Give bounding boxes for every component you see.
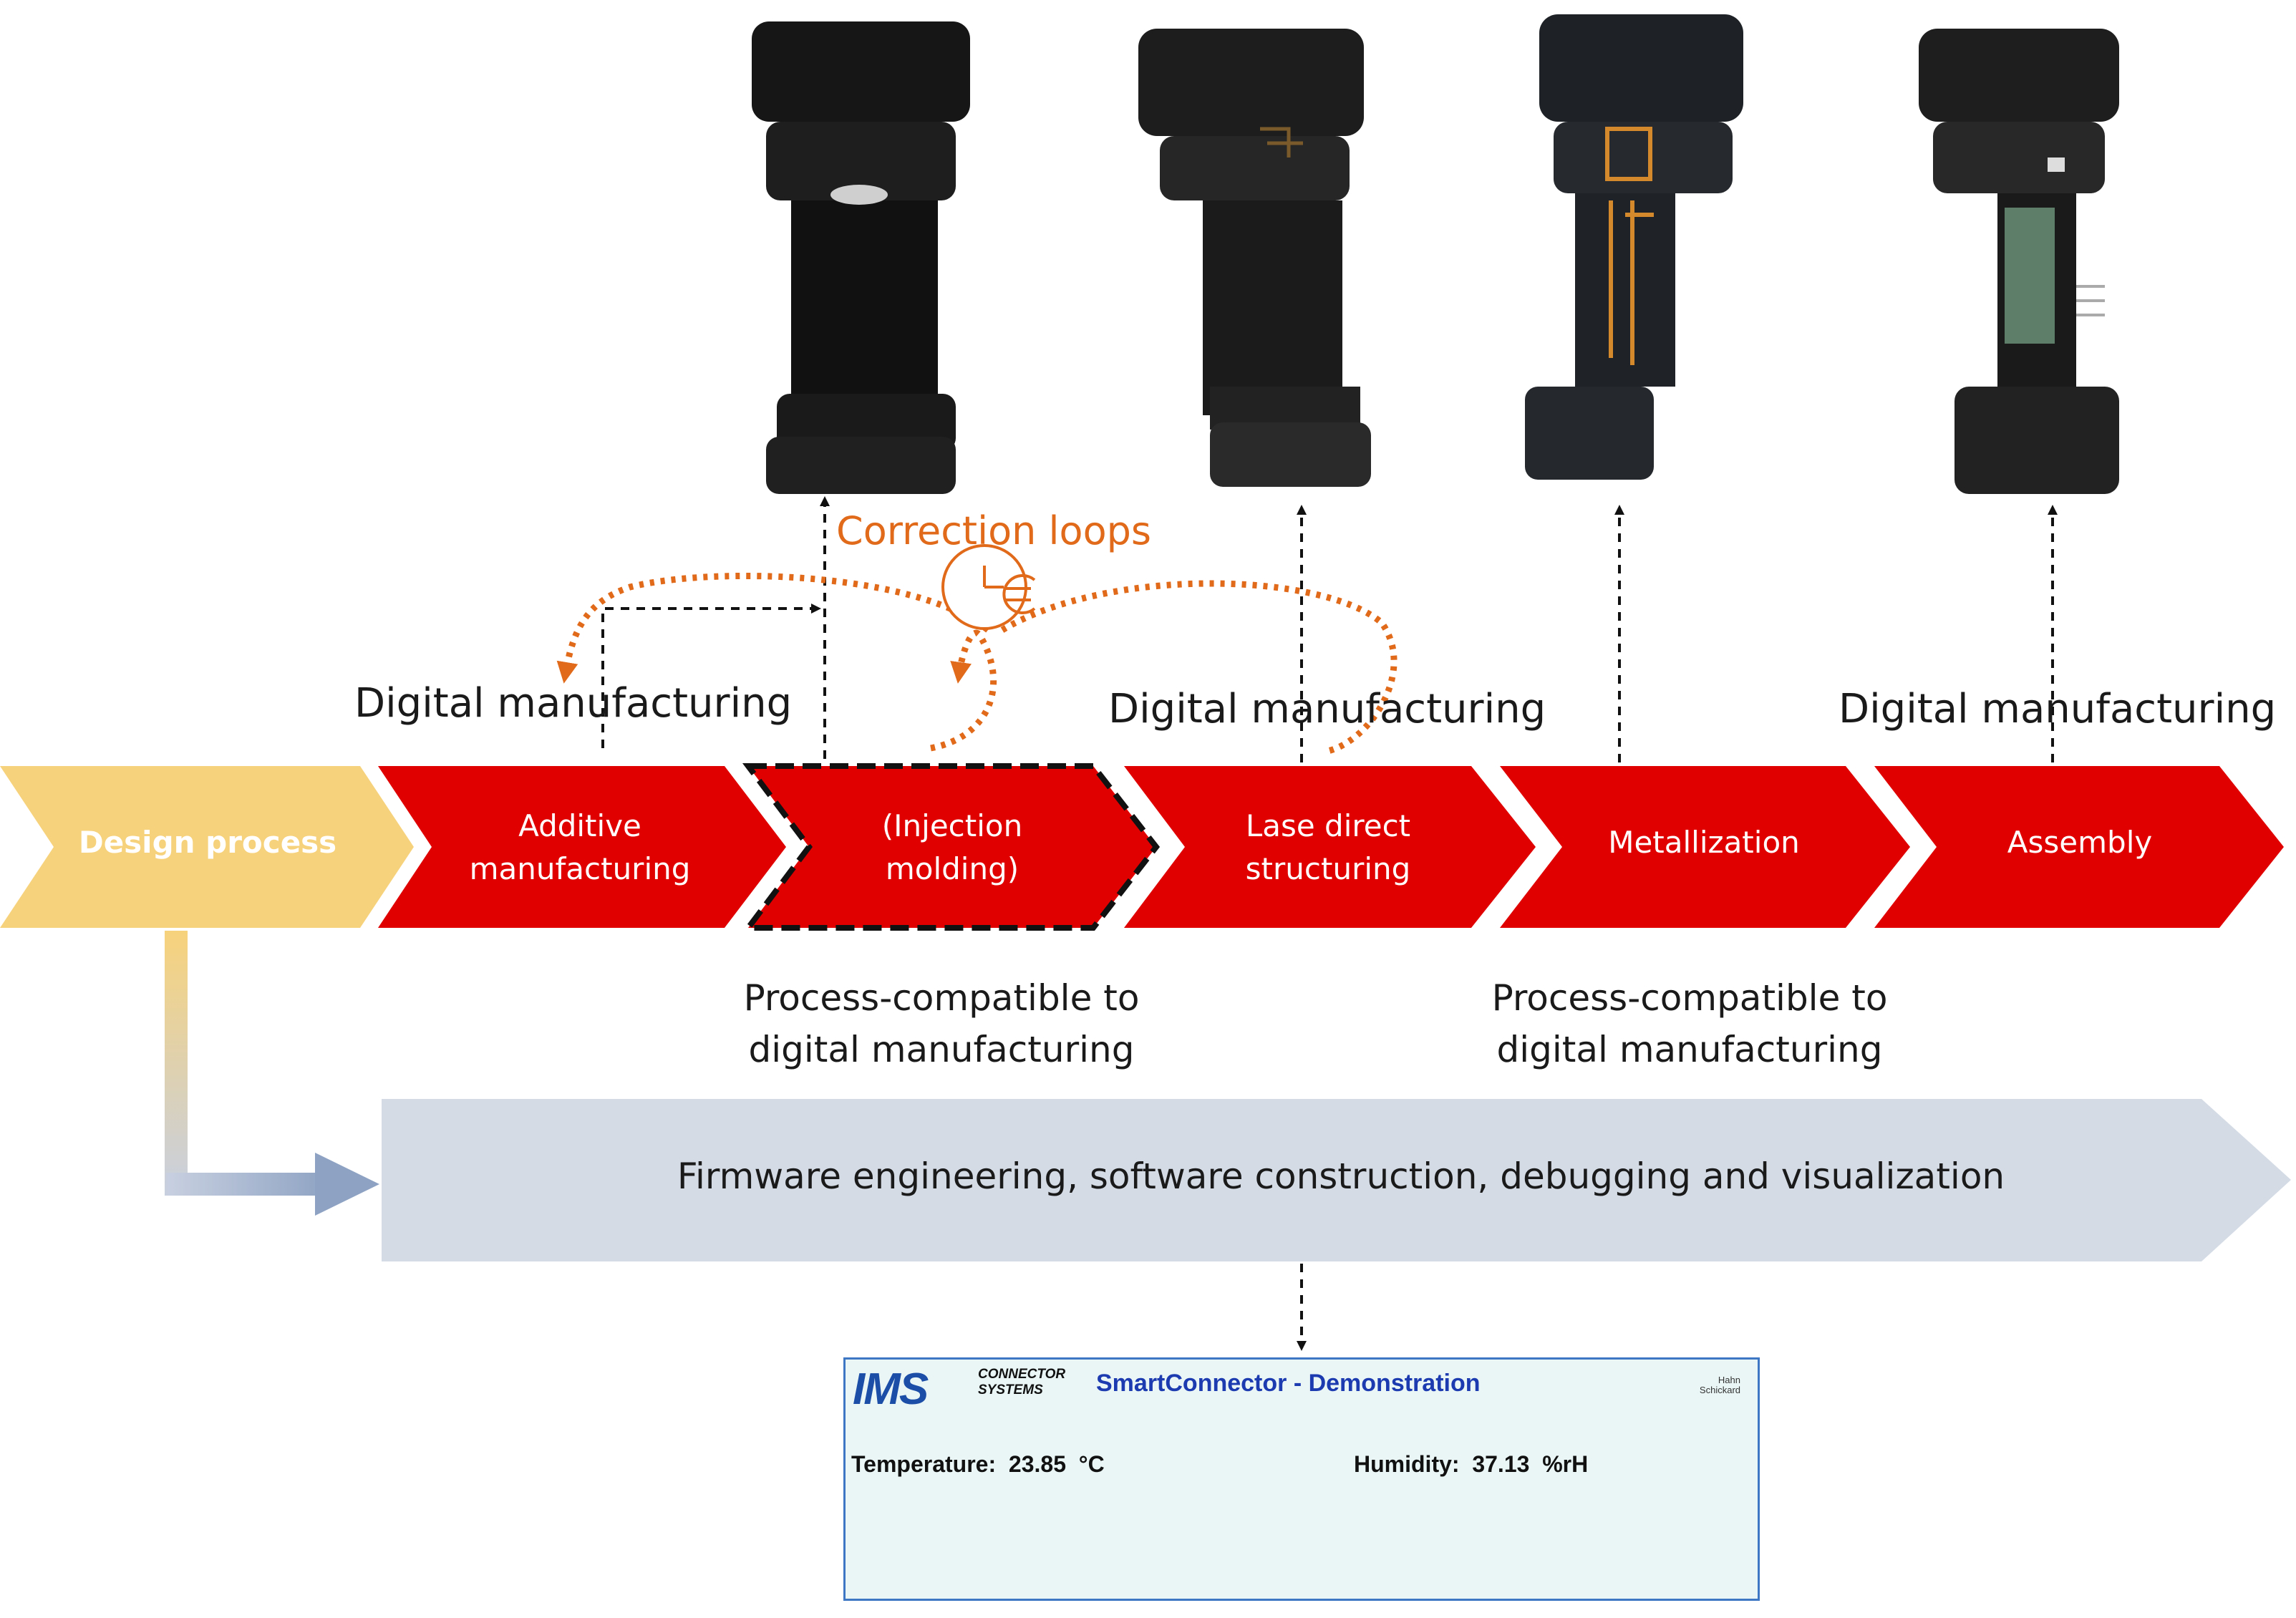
correction-loop-arrows xyxy=(556,572,1398,755)
dashed-links xyxy=(601,496,2058,1351)
feed-arrowhead xyxy=(315,1153,379,1216)
demo-title: SmartConnector - Demonstration xyxy=(1096,1370,1481,1397)
digital-manufacturing-label-2: Digital manufacturing xyxy=(1108,686,1546,732)
feed-line xyxy=(165,931,188,1196)
step-injection-chevron xyxy=(742,763,1161,931)
step-injection-label: (Injection molding) xyxy=(881,808,1023,886)
process-chevrons xyxy=(378,763,2284,931)
step-design-label: Design process xyxy=(78,825,337,860)
process-compatible-label-1: Process-compatible to digital manufactur… xyxy=(743,977,1140,1070)
connector-photo-metallized xyxy=(1525,14,1743,480)
firmware-bar-label: Firmware engineering, software construct… xyxy=(677,1156,2005,1197)
correction-loops-label: Correction loops xyxy=(836,508,1152,553)
digital-manufacturing-label-1: Digital manufacturing xyxy=(354,680,793,727)
step-additive-chevron xyxy=(378,766,786,928)
step-lds-label: Lase direct structuring xyxy=(1245,808,1411,886)
feed-line-horizontal xyxy=(166,1173,329,1196)
ims-logo-subtitle: CONNECTOR SYSTEMS xyxy=(978,1367,1066,1397)
step-additive-label: Additive manufacturing xyxy=(469,808,691,886)
ims-logo: IMS xyxy=(853,1365,929,1414)
process-compatible-label-2: Process-compatible to digital manufactur… xyxy=(1491,977,1888,1070)
clock-euro-icon xyxy=(941,544,1036,630)
step-metal-chevron xyxy=(1500,766,1910,928)
step-metal-label: Metallization xyxy=(1608,825,1800,860)
demo-screen: IMS CONNECTOR SYSTEMS SmartConnector - D… xyxy=(843,1357,1760,1601)
firmware-bar xyxy=(382,1099,2291,1261)
step-design-chevron xyxy=(0,766,414,928)
temperature-reading: Temperature: 23.85 °C xyxy=(851,1451,1105,1477)
partner-logo: Hahn Schickard xyxy=(1699,1375,1740,1395)
step-assembly-label: Assembly xyxy=(2007,825,2153,860)
humidity-reading: Humidity: 37.13 %rH xyxy=(1354,1451,1589,1477)
connector-photo-molded xyxy=(752,21,970,494)
connector-photo-lds xyxy=(1138,29,1371,487)
digital-manufacturing-label-3: Digital manufacturing xyxy=(1839,686,2277,732)
step-assembly-chevron xyxy=(1874,766,2284,928)
connector-photo-assembled xyxy=(1919,29,2119,494)
step-lds-chevron xyxy=(1124,766,1536,928)
